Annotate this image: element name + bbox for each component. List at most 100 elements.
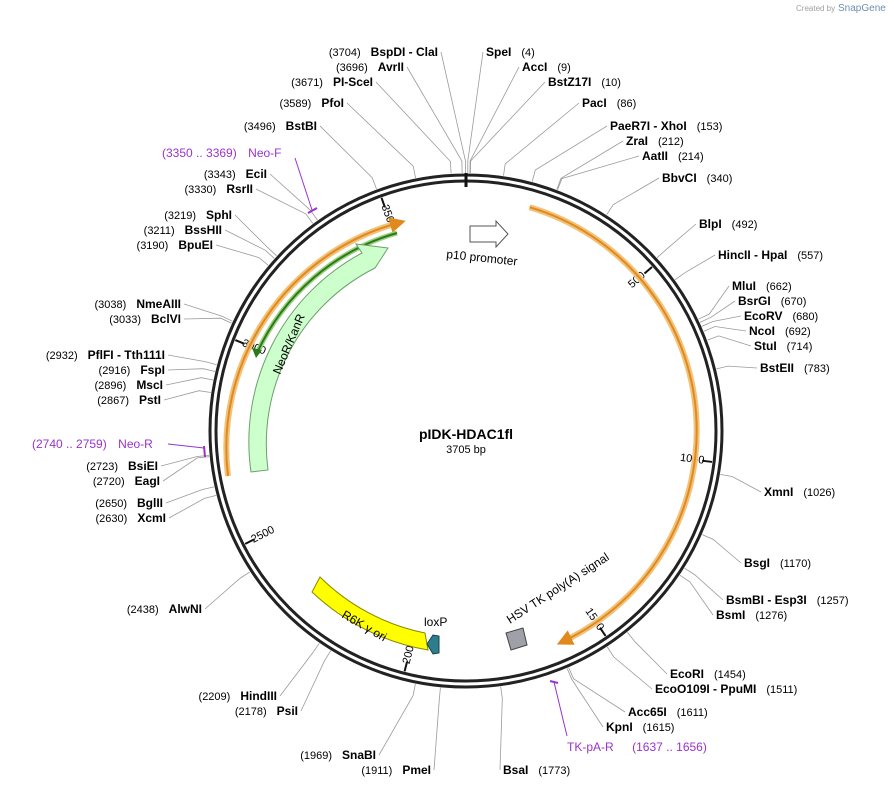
cut-line-ecii [269,173,318,221]
site-name: PflFI - Tth111I [88,348,165,362]
site-bstz17i[interactable]: BstZ17I(10) [548,75,621,89]
site-rsrii[interactable]: (3330)RsrII [185,182,253,196]
site-pmei[interactable]: (1911)PmeI [361,763,431,777]
site-position: (714) [787,341,813,353]
cut-line-aatii [557,155,640,190]
site-position: (3589) [280,98,312,110]
site-bsmbi-esp3i[interactable]: BsmBI - Esp3I(1257) [726,593,849,607]
site-aatii[interactable]: AatII(214) [642,149,704,163]
site-acci[interactable]: AccI(9) [522,60,571,74]
site-pflfi-tth111i[interactable]: (2932)PflFI - Tth111I [46,348,165,362]
site-position: (1615) [643,722,675,734]
site-name: PstI [139,393,161,407]
cut-line-paci [503,102,580,176]
site-name: EagI [135,474,160,488]
site-hincii-hpai[interactable]: HincII - HpaI(557) [718,248,823,262]
cut-line-bsshii [224,229,275,259]
site-bsai[interactable]: BsaI(1773) [503,763,570,777]
primer-line-tk-pa-r [553,681,568,737]
cut-line-stui [707,335,752,347]
primer-mark-neo-r[interactable] [203,445,206,458]
site-msci[interactable]: (2896)MscI [95,378,163,392]
site-ecorv[interactable]: EcoRV(680) [744,309,818,323]
site-bsmi[interactable]: BsmI(1276) [716,608,787,622]
cut-line-eagi [162,456,210,482]
site-bsiei[interactable]: (2723)BsiEI [86,459,158,473]
site-position: (2720) [93,476,125,488]
site-bsrgi[interactable]: BsrGI(670) [738,294,806,308]
site-blpi[interactable]: BlpI(492) [699,217,757,231]
site-position: (492) [732,219,758,231]
site-position: (783) [804,363,830,375]
primer-neo-r-name: Neo-R [118,437,153,451]
p10-promoter-feature[interactable] [469,219,509,249]
site-paci[interactable]: PacI(86) [582,96,636,110]
primer-tk-pa-r[interactable]: TK-pA-R (1637 .. 1656) [567,738,707,755]
site-pfoi[interactable]: (3589)PfoI [280,96,344,110]
site-mlui[interactable]: MluI(662) [732,279,792,293]
site-name: HincII - HpaI [718,248,787,262]
r6k-ori-feature[interactable] [311,576,429,651]
site-name: BstBI [286,119,317,133]
site-name: BglII [137,496,163,510]
site-name: BsrGI [738,294,771,308]
site-paer7i-xhoi[interactable]: PaeR7I - XhoI(153) [610,119,722,133]
site-name: HindIII [240,689,277,703]
site-position: (1511) [766,684,797,696]
site-ecoo109i-ppumi[interactable]: EcoO109I - PpuMI(1511) [655,682,797,696]
primer-mark-neo-f[interactable] [307,207,318,214]
site-kpni[interactable]: KpnI(1615) [606,720,674,734]
cut-line-bsrgi [699,300,736,323]
site-psii[interactable]: (2178)PsiI [235,704,298,718]
site-bbvci[interactable]: BbvCI(340) [662,171,732,185]
site-spei[interactable]: SpeI(4) [486,45,535,59]
orf-arc-right[interactable] [529,206,698,645]
site-hindiii[interactable]: (2209)HindIII [199,689,277,703]
site-xmni[interactable]: XmnI(1026) [764,485,835,499]
neor-kanr-feature[interactable] [248,243,389,473]
site-position: (2630) [96,513,128,525]
site-snabi[interactable]: (1969)SnaBI [300,748,376,762]
cut-line-paer7i-xhoi [531,125,608,182]
site-position: (3190) [137,240,169,252]
cut-line-ecori [627,632,668,675]
site-bsshii[interactable]: (3211)BssHII [144,223,222,237]
site-xcmi[interactable]: (2630) XcmI [96,511,166,525]
site-position: (86) [617,98,637,110]
site-avrii[interactable]: (3696)AvrII [336,60,404,74]
primer-neo-f[interactable]: (3350 .. 3369) Neo-F [162,144,282,161]
site-bspdi-clai[interactable]: (3704)BspDI - ClaI [329,45,438,59]
primer-neo-r[interactable]: (2740 .. 2759) Neo-R [32,435,153,452]
site-bglii[interactable]: (2650)BglII [95,496,163,510]
cut-line-mlui [698,285,730,320]
site-name: XcmI [137,511,166,525]
site-name: MscI [136,378,163,392]
site-ecii[interactable]: (3343)EciI [204,167,267,181]
site-position: (212) [658,136,684,148]
site-bclvi[interactable]: (3033)BclVI [109,312,181,326]
loxp-feature[interactable] [426,634,440,655]
site-stui[interactable]: StuI(714) [754,339,812,353]
site-acc65i[interactable]: Acc65I(1611) [628,705,708,719]
site-nmeaiii[interactable]: (3038)NmeAIII [95,297,181,311]
site-bsgi[interactable]: BsgI(1170) [744,556,811,570]
site-zrai[interactable]: ZraI(212) [626,134,684,148]
site-psti[interactable]: (2867)PstI [97,393,161,407]
site-name: BsgI [744,556,770,570]
site-eagi[interactable]: (2720) EagI [93,474,160,488]
site-ecori[interactable]: EcoRI(1454) [670,667,746,681]
site-alwni[interactable]: (2438)AlwNI [127,602,202,616]
site-pi-scei[interactable]: (3671)PI-SceI [291,75,373,89]
site-bsteii[interactable]: BstEII(783) [760,361,830,375]
hsv-tk-polya-feature[interactable] [505,627,528,651]
site-bstbi[interactable]: (3496)BstBI [244,119,317,133]
cut-line-bsai [499,686,503,771]
site-sphi[interactable]: (3219)SphI [164,208,232,222]
neor-orf-line[interactable] [256,232,398,354]
site-bpuei[interactable]: (3190)BpuEI [137,238,213,252]
orf-arc-left[interactable] [225,217,406,477]
cut-line-hindiii [279,643,320,697]
site-fspi[interactable]: (2916)FspI [99,363,165,377]
site-ncoi[interactable]: NcoI(692) [749,324,811,338]
cut-line-pflfi-tth111i [167,354,217,366]
